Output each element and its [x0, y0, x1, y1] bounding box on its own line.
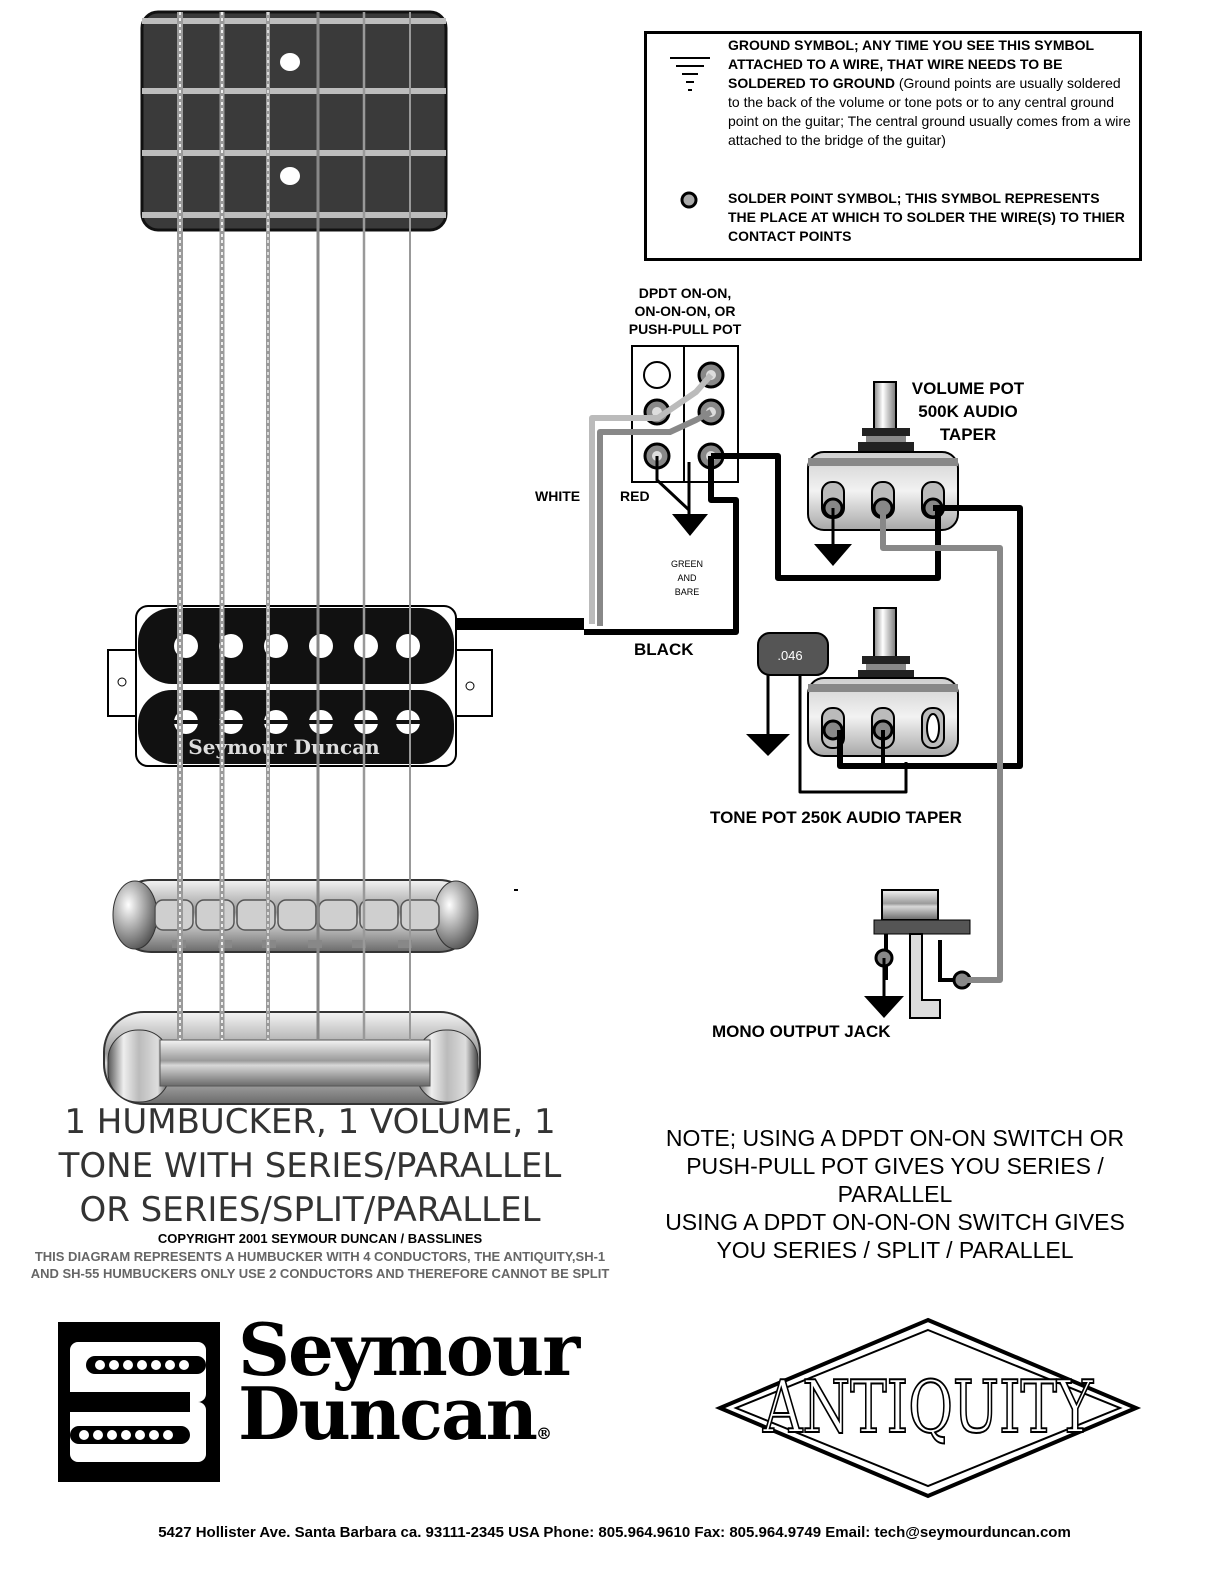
note-line: PUSH-PULL POT GIVES YOU SERIES / — [686, 1153, 1104, 1179]
capacitor-value: .046 — [777, 648, 802, 663]
legend-box — [644, 31, 1142, 261]
bridge — [112, 879, 479, 953]
seymour-duncan-wordmark: Seymour Duncan® — [238, 1307, 580, 1466]
volume-label-line: VOLUME POT — [911, 379, 1025, 398]
guitar-strings — [177, 12, 411, 1040]
switch-label: DPDT ON-ON, ON-ON-ON, OR PUSH-PULL POT — [620, 284, 750, 338]
note-line: USING A DPDT ON-ON-ON SWITCH GIVES — [665, 1209, 1125, 1235]
dpdt-switch — [631, 345, 739, 483]
output-jack-label: MONO OUTPUT JACK — [712, 1022, 891, 1041]
humbucker-pickup: Seymour Duncan — [107, 605, 584, 767]
contact-footer: 5427 Hollister Ave. Santa Barbara ca. 93… — [158, 1524, 1071, 1541]
seymour-duncan-logo-icon — [58, 1322, 220, 1482]
pickup-brand-label: Seymour Duncan — [188, 735, 380, 759]
volume-label-line: 500K AUDIO — [918, 402, 1018, 421]
green-bare-line: BARE — [674, 587, 700, 597]
volume-label-line: TAPER — [939, 425, 997, 444]
black-wire-label: BLACK — [634, 640, 694, 659]
note-line: YOU SERIES / SPLIT / PARALLEL — [716, 1237, 1074, 1263]
ground-legend-text: GROUND SYMBOL; ANY TIME YOU SEE THIS SYM… — [728, 36, 1133, 150]
volume-pot-label: VOLUME POT 500K AUDIO TAPER — [900, 377, 1036, 446]
antiquity-wordmark: ANTIQUITY — [762, 1365, 1094, 1449]
wires — [584, 373, 1023, 996]
white-wire-label: WHITE — [535, 488, 581, 504]
ground-symbol-icon — [672, 462, 904, 1018]
output-jack — [873, 889, 972, 1019]
note-line: NOTE; USING A DPDT ON-ON SWITCH OR — [665, 1125, 1125, 1151]
title-line: OR SERIES/SPLIT/PARALLEL — [79, 1190, 541, 1230]
green-bare-line: AND — [677, 573, 697, 583]
disclaimer-text: THIS DIAGRAM REPRESENTS A HUMBUCKER WITH… — [30, 1249, 610, 1281]
neck-pickup — [140, 10, 448, 232]
antiquity-logo-icon: ANTIQUITY — [714, 1317, 1142, 1499]
title-line: 1 HUMBUCKER, 1 VOLUME, 1 — [64, 1102, 556, 1142]
green-bare-line: GREEN — [670, 559, 703, 569]
switch-label-line: DPDT ON-ON, — [638, 285, 732, 301]
wordmark-line-1: Seymour — [238, 1307, 580, 1392]
ground-legend-note: (Ground points are usually soldered to t… — [728, 75, 1131, 148]
solder-legend-text: SOLDER POINT SYMBOL; THIS SYMBOL REPRESE… — [728, 190, 1125, 244]
tone-pot-label: TONE POT 250K AUDIO TAPER — [710, 808, 962, 827]
ground-symbol-icon — [670, 57, 710, 91]
registered-mark: ® — [535, 1424, 552, 1443]
capacitor: .046 — [757, 632, 829, 676]
solder-point-icon — [680, 191, 698, 209]
switch-label-line: PUSH-PULL POT — [628, 321, 742, 337]
copyright-text: COPYRIGHT 2001 SEYMOUR DUNCAN / BASSLINE… — [157, 1231, 483, 1246]
diagram-title: 1 HUMBUCKER, 1 VOLUME, 1 TONE WITH SERIE… — [40, 1100, 580, 1232]
tone-pot — [807, 607, 959, 757]
wordmark-line-2: Duncan — [238, 1371, 538, 1456]
ground-legend-bold: GROUND SYMBOL; ANY TIME YOU SEE THIS SYM… — [728, 37, 1094, 91]
red-wire-label: RED — [620, 488, 650, 504]
tailpiece — [103, 1011, 481, 1105]
usage-note: NOTE; USING A DPDT ON-ON SWITCH OR PUSH-… — [630, 1124, 1160, 1264]
switch-label-line: ON-ON-ON, OR — [634, 303, 736, 319]
green-bare-label: GREEN AND BARE — [664, 557, 710, 599]
note-line: PARALLEL — [837, 1181, 953, 1207]
title-line: TONE WITH SERIES/PARALLEL — [58, 1146, 562, 1186]
